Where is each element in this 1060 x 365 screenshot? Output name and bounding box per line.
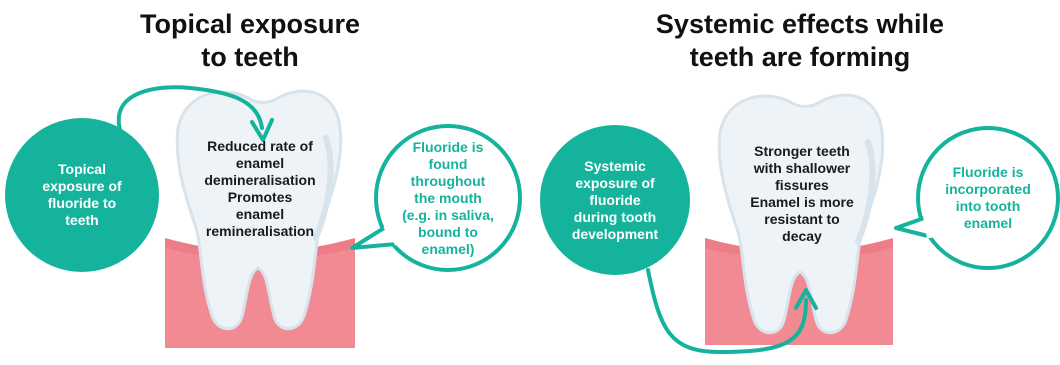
right-circle-text: Systemic exposure of fluoride during too…	[545, 152, 685, 248]
left-tooth-line-4: Promotes	[204, 189, 315, 206]
right-tooth-line-2: with shallower	[750, 160, 854, 177]
right-tooth-line-5: resistant to	[750, 211, 854, 228]
left-bubble-line-5: (e.g. in saliva,	[402, 207, 494, 224]
left-bubble-line-6: bound to	[402, 224, 494, 241]
left-circle-line-1: Topical	[42, 161, 121, 178]
right-tooth-line-6: decay	[750, 228, 854, 245]
right-bubble-line-3: into tooth	[945, 198, 1031, 215]
left-circle-line-4: teeth	[42, 212, 121, 229]
right-circle-line-4: during tooth	[572, 209, 658, 226]
left-bubble-line-1: Fluoride is	[402, 139, 494, 156]
left-tooth-text: Reduced rate of enamel demineralisation …	[180, 133, 340, 245]
right-bubble-line-2: incorporated	[945, 181, 1031, 198]
left-circle-text: Topical exposure of fluoride to teeth	[10, 150, 154, 240]
right-tooth-line-1: Stronger teeth	[750, 143, 854, 160]
right-bubble-line-1: Fluoride is	[945, 164, 1031, 181]
left-circle-line-2: exposure of	[42, 178, 121, 195]
left-circle-line-3: fluoride to	[42, 195, 121, 212]
left-tooth-line-6: remineralisation	[204, 223, 315, 240]
left-tooth-line-1: Reduced rate of	[204, 138, 315, 155]
right-circle-line-1: Systemic	[572, 158, 658, 175]
right-bubble-text: Fluoride is incorporated into tooth enam…	[928, 160, 1048, 236]
right-tooth-line-3: fissures	[750, 177, 854, 194]
left-bubble-text: Fluoride is found throughout the mouth (…	[386, 135, 510, 261]
right-circle-line-2: exposure of	[572, 175, 658, 192]
left-bubble-line-7: enamel)	[402, 241, 494, 258]
right-circle-line-5: development	[572, 226, 658, 243]
left-tooth-line-2: enamel	[204, 155, 315, 172]
left-tooth-line-5: enamel	[204, 206, 315, 223]
left-bubble-line-2: found	[402, 156, 494, 173]
right-bubble-line-4: enamel	[945, 215, 1031, 232]
right-tooth-text: Stronger teeth with shallower fissures E…	[722, 138, 882, 250]
left-tooth-line-3: demineralisation	[204, 172, 315, 189]
right-tooth-line-4: Enamel is more	[750, 194, 854, 211]
right-circle-line-3: fluoride	[572, 192, 658, 209]
left-bubble-line-3: throughout	[402, 173, 494, 190]
left-bubble-line-4: the mouth	[402, 190, 494, 207]
